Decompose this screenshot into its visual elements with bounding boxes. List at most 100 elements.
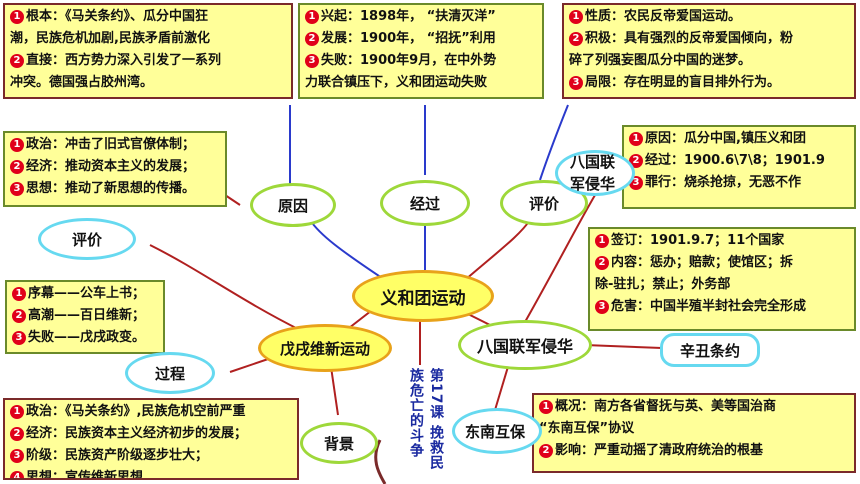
box-line-text: 冲突。德国强占胶州湾。: [10, 75, 154, 90]
box-line-text: 内容：惩办；赔款；使馆区；拆: [611, 255, 794, 270]
number-badge-icon: 3: [10, 182, 24, 196]
box-line: 力联合镇压下，义和团运动失败: [305, 72, 537, 94]
number-badge-icon: 2: [539, 444, 553, 458]
number-badge-icon: 3: [595, 300, 609, 314]
number-badge-icon: 2: [595, 256, 609, 270]
box-line-text: 阶级：民族资产阶级逐步壮大；: [26, 448, 209, 463]
box-line-text: 高潮——百日维新；: [28, 308, 146, 323]
node-treaty[interactable]: 辛丑条约: [660, 333, 760, 367]
box-line-text: “东南互保”协议: [539, 421, 635, 436]
node-process[interactable]: 经过: [380, 180, 470, 226]
connector-title-down: [374, 439, 387, 484]
connector-reformeval-box: [224, 194, 241, 206]
box-line-text: 思想：推动了新思想的传播。: [26, 181, 196, 196]
box-line-text: 思想：宣传维新思想: [26, 470, 144, 480]
node-center[interactable]: 义和团运动: [352, 270, 494, 322]
box-line-text: 兴起：1898年， “扶清灭洋”: [321, 9, 496, 24]
number-badge-icon: 3: [12, 331, 26, 345]
node-allied-invasion[interactable]: 八国联军侵华: [458, 320, 592, 370]
box-line-text: 序幕——公车上书；: [28, 286, 146, 301]
connector-center-evaluation: [464, 219, 531, 281]
number-badge-icon: 1: [10, 405, 24, 419]
box-line-text: 危害：中国半殖半封社会完全形成: [611, 299, 807, 314]
box-line-text: 政治：《马关条约》,民族危机空前严重: [26, 404, 246, 419]
number-badge-icon: 1: [539, 400, 553, 414]
box-line-text: 潮，民族危机加剧,民族矛盾前激化: [10, 31, 210, 46]
number-badge-icon: 2: [305, 32, 319, 46]
box-line: 碎了列强妄图瓜分中国的迷梦。: [569, 50, 849, 72]
box-line-text: 力联合镇压下，义和团运动失败: [305, 75, 488, 90]
number-badge-icon: 3: [10, 449, 24, 463]
node-background[interactable]: 背景: [300, 422, 378, 464]
box-line-text: 签订：1901.9.7；11个国家: [611, 233, 785, 248]
box-line: “东南互保”协议: [539, 418, 849, 440]
box-line: 潮，民族危机加剧,民族矛盾前激化: [10, 28, 286, 50]
number-badge-icon: 1: [10, 10, 24, 24]
box-line-text: 经济：民族资本主义经济初步的发展；: [26, 426, 248, 441]
box-line-text: 性质：农民反帝爱国运动。: [585, 9, 742, 24]
number-badge-icon: 2: [10, 160, 24, 174]
node-invasion-side[interactable]: 八国联军侵华: [555, 150, 635, 196]
node-reform[interactable]: 戊戌维新运动: [258, 324, 392, 372]
box-line-text: 除-驻扎；禁止；外务部: [595, 277, 731, 292]
box-line-text: 发展：1900年， “招抚”利用: [321, 31, 496, 46]
number-badge-icon: 2: [10, 54, 24, 68]
connector-evaluation-box: [539, 104, 569, 181]
lesson-title-line-2: 族危亡的斗争: [408, 368, 424, 458]
box-line-text: 失败——戊戌政变。: [28, 330, 146, 345]
number-badge-icon: 1: [569, 10, 583, 24]
box-line-text: 原因：瓜分中国,镇压义和团: [645, 131, 806, 146]
box-line-text: 根本：《马关条约》、瓜分中国狂: [26, 9, 209, 24]
number-badge-icon: 1: [595, 234, 609, 248]
number-badge-icon: 3: [569, 76, 583, 90]
box-line-text: 罪行：烧杀抢掠，无恶不作: [645, 175, 802, 190]
box-line-text: 经济：推动资本主义的发展；: [26, 159, 196, 174]
node-cause[interactable]: 原因: [250, 183, 336, 227]
box-line: 除-驻扎；禁止；外务部: [595, 274, 849, 296]
number-badge-icon: 1: [629, 132, 643, 146]
box-line-text: 失败：1900年9月，在中外势: [321, 53, 497, 68]
connector-invasion-side: [524, 189, 599, 323]
node-southeast[interactable]: 东南互保: [452, 408, 542, 454]
lesson-title-line-1: 第17课 挽救民: [428, 368, 444, 471]
number-badge-icon: 2: [12, 309, 26, 323]
connector-reform-eval: [149, 244, 301, 331]
box-line-text: 概况：南方各省督抚与英、美等国治商: [555, 399, 777, 414]
number-badge-icon: 2: [569, 32, 583, 46]
box-line-text: 政治：冲击了旧式官僚体制；: [26, 137, 196, 152]
box-line-text: 碎了列强妄图瓜分中国的迷梦。: [569, 53, 752, 68]
node-reform-process[interactable]: 过程: [125, 352, 215, 394]
node-reform-evaluation[interactable]: 评价: [38, 218, 136, 260]
number-badge-icon: 1: [10, 138, 24, 152]
box-line-text: 积极：具有强烈的反帝爱国倾向，粉: [585, 31, 794, 46]
